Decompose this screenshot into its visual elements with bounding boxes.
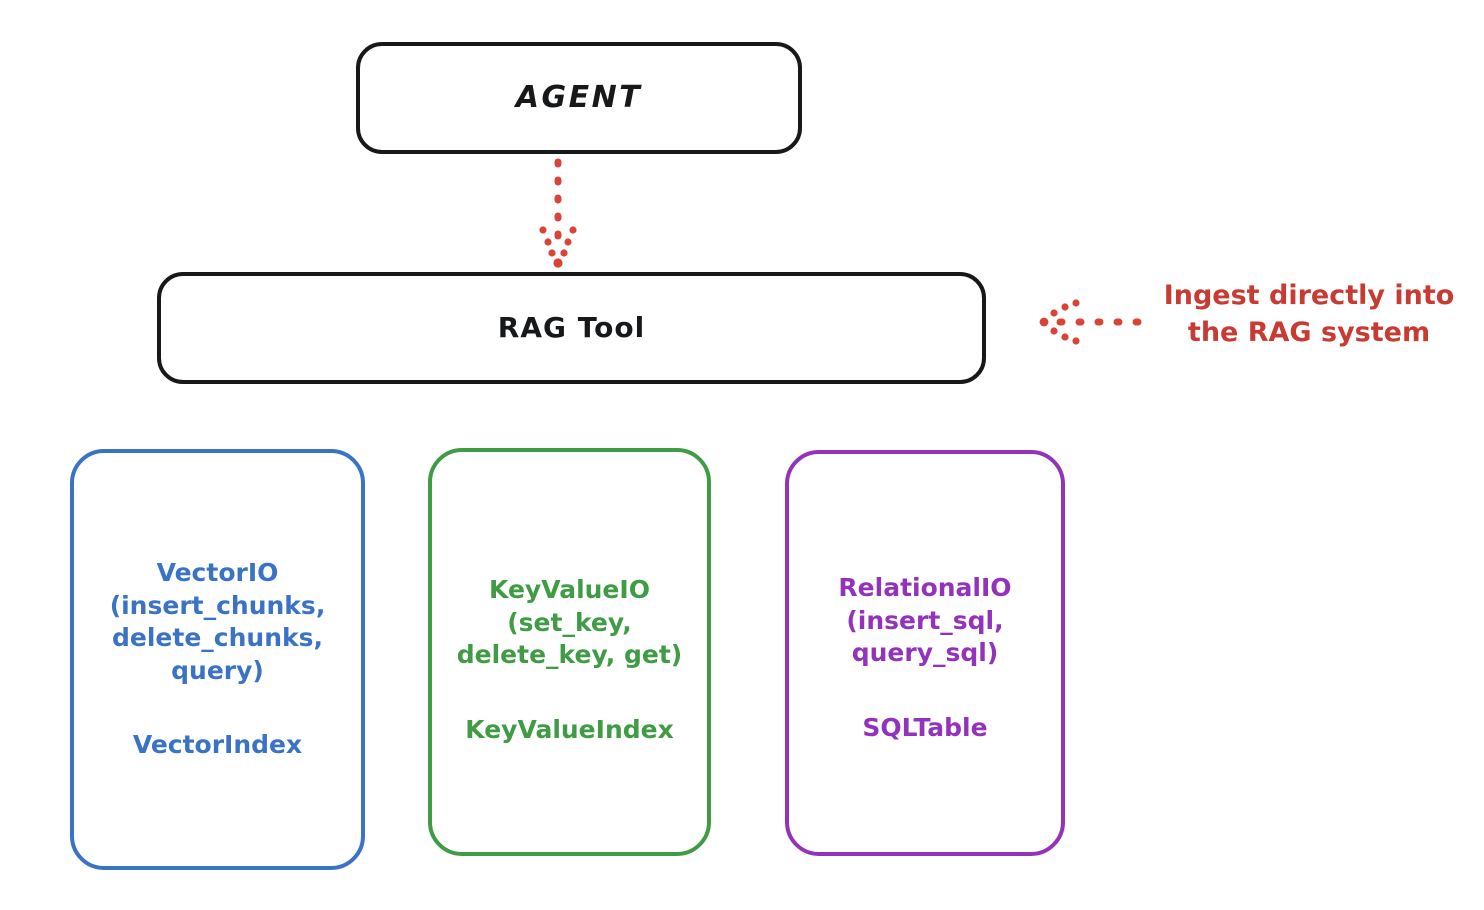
ingest-annotation-text: Ingest directly into the RAG system: [1163, 280, 1455, 348]
node-vector-io[interactable]: VectorIO (insert_chunks, delete_chunks, …: [70, 449, 365, 870]
node-relational-io[interactable]: RelationalIO (insert_sql, query_sql) SQL…: [785, 450, 1065, 856]
node-agent[interactable]: AGENT: [356, 42, 802, 154]
node-key-value-io-api-label: KeyValueIO (set_key, delete_key, get): [456, 575, 683, 669]
node-vector-io-index-label: VectorIndex: [132, 730, 303, 760]
ingest-arrow-icon: [1039, 299, 1142, 345]
node-rag-tool-label: RAG Tool: [497, 311, 646, 345]
node-key-value-io-index-label: KeyValueIndex: [465, 714, 674, 744]
node-agent-label: AGENT: [515, 79, 643, 115]
agent-to-rag-tool-arrow-icon: [539, 158, 577, 268]
node-relational-io-index-label: SQLTable: [862, 712, 988, 742]
node-rag-tool[interactable]: RAG Tool: [157, 272, 986, 384]
node-key-value-io[interactable]: KeyValueIO (set_key, delete_key, get) Ke…: [428, 448, 711, 856]
node-vector-io-api-label: VectorIO (insert_chunks, delete_chunks, …: [109, 558, 326, 685]
node-relational-io-api-label: RelationalIO (insert_sql, query_sql): [838, 573, 1012, 667]
